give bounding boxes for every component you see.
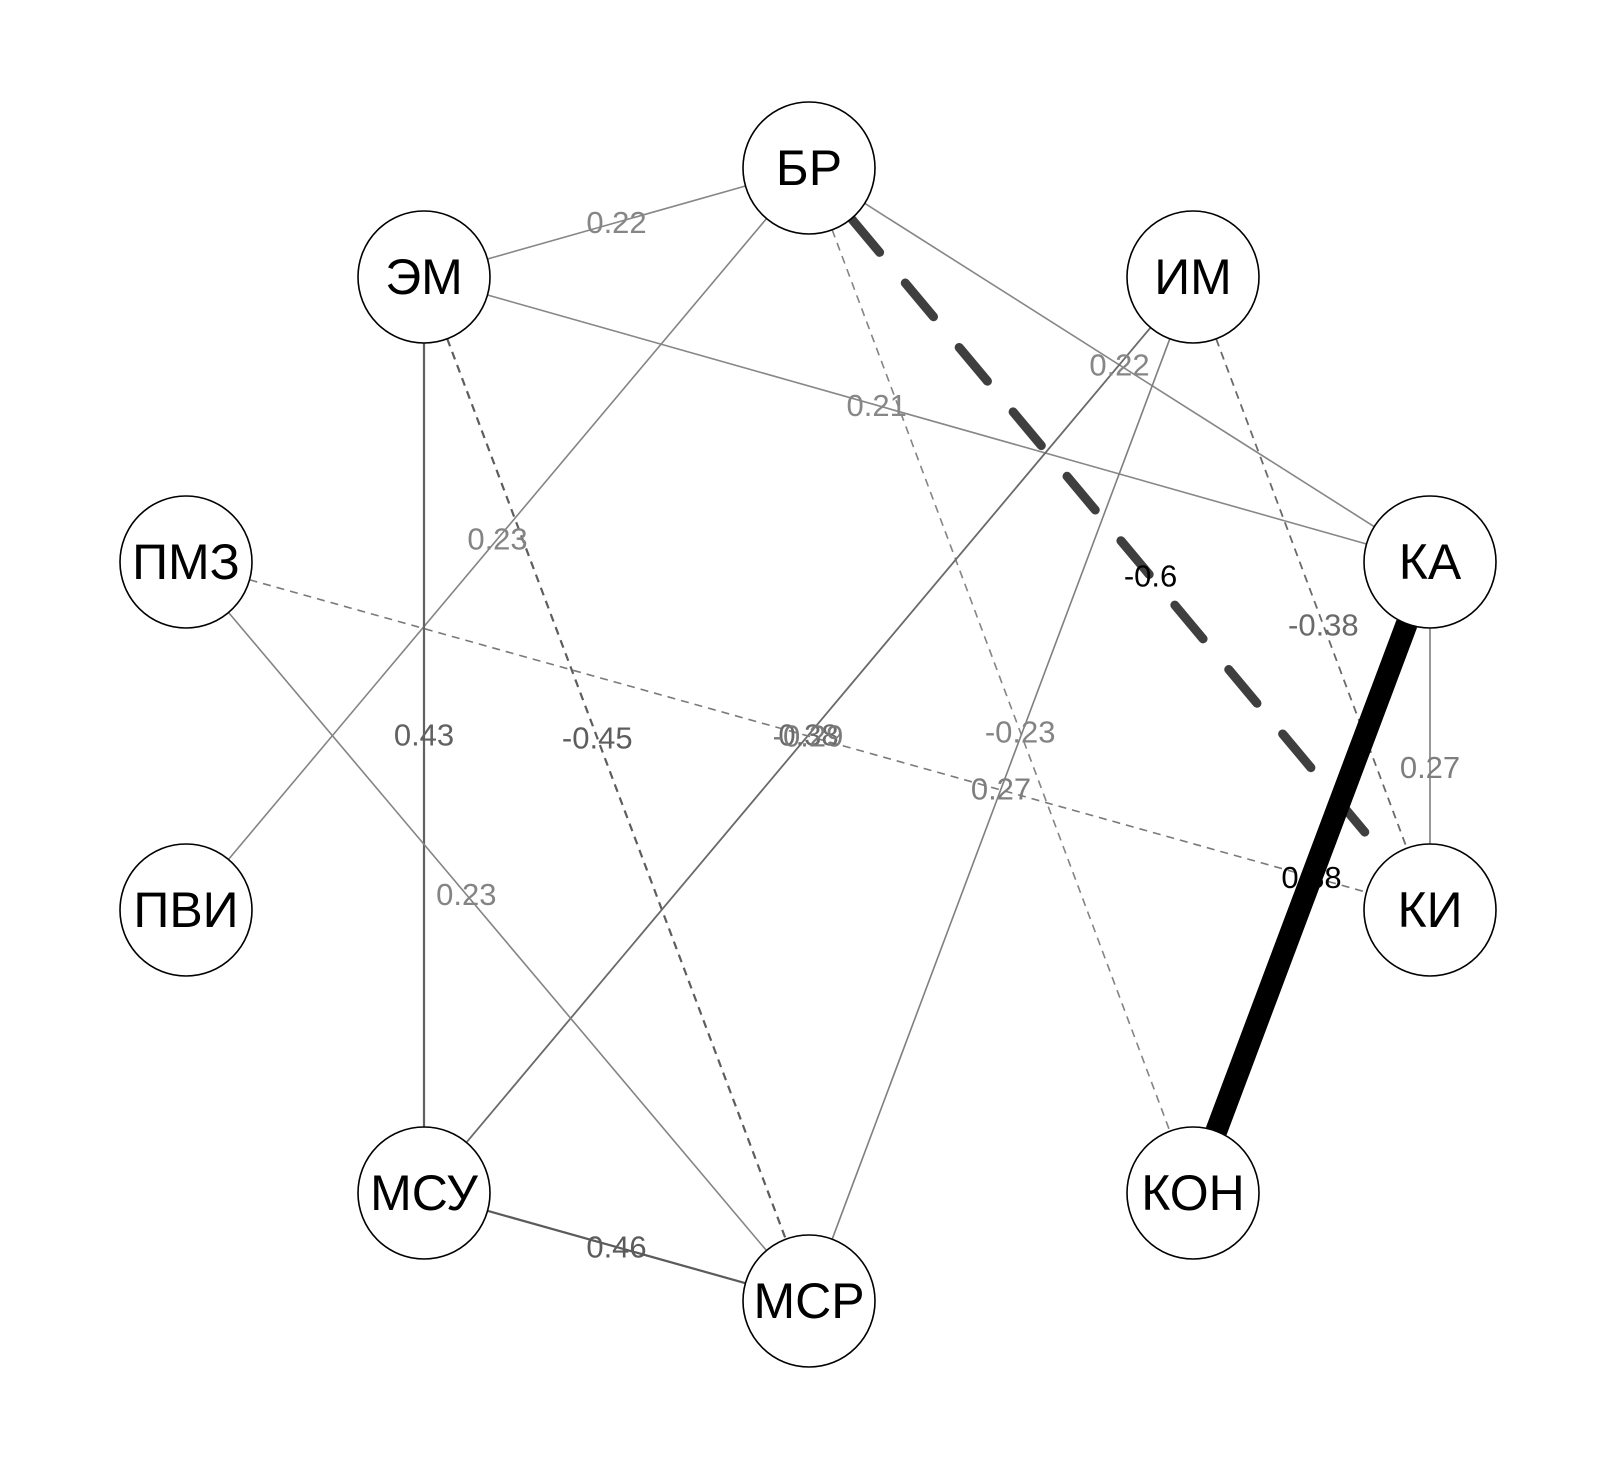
node-msr: МСР [742, 1234, 876, 1368]
node-circle [742, 1234, 876, 1368]
edge-label-im-ki: -0.38 [1288, 608, 1359, 643]
node-circle [1126, 210, 1260, 344]
edge-im-msr [831, 338, 1171, 1240]
node-kon: КОН [1126, 1126, 1260, 1260]
node-label: ПВИ [133, 882, 238, 938]
edge-br-kon [831, 229, 1171, 1132]
node-circle [119, 495, 253, 629]
edge-label-em-msr: -0.45 [562, 720, 633, 755]
node-pvi: ПВИ [119, 843, 253, 977]
node-circle [119, 843, 253, 977]
node-label: ЭМ [385, 249, 463, 305]
node-circle [742, 101, 876, 235]
edges [227, 185, 1431, 1285]
edge-br-pvi [227, 218, 768, 860]
edge-label-br-pvi: 0.23 [467, 522, 527, 557]
edge-label-br-ka: 0.22 [1089, 348, 1149, 383]
edge-label-im-msu: 0.38 [778, 718, 838, 753]
edge-em-msr [446, 338, 787, 1240]
edge-em-br [487, 185, 746, 260]
nodes: БР ЭМ ИМ ПМЗ КА ПВИ КИ МСУ КОН МСР [119, 101, 1497, 1368]
node-label: КОН [1141, 1165, 1245, 1221]
edge-label-em-br: 0.22 [586, 205, 646, 240]
edge-ka-kon [1205, 619, 1418, 1136]
node-label: ПМЗ [132, 534, 240, 590]
edge-labels: 0.22 0.22 0.21 0.23 -0.23 -0.6 0.43 -0.45 0.38 0.… [394, 205, 1460, 1265]
edge-label-ka-kon: 0.88 [1281, 860, 1341, 895]
edge-br-ki [846, 214, 1393, 864]
edge-label-msu-msr: 0.46 [586, 1230, 646, 1265]
edge-label-ka-ki: 0.27 [1400, 750, 1460, 785]
node-label: КА [1399, 534, 1462, 590]
node-label: ИМ [1154, 249, 1232, 305]
node-circle [1363, 843, 1497, 977]
edge-im-ki [1215, 338, 1408, 849]
edge-label-em-msu: 0.43 [394, 718, 454, 753]
node-br: БР [742, 101, 876, 235]
node-label: МСР [753, 1273, 864, 1329]
node-circle [1126, 1126, 1260, 1260]
edge-em-ka [487, 294, 1367, 545]
edge-msu-msr [487, 1209, 746, 1285]
edge-pmz-ki [249, 579, 1367, 893]
node-label: БР [776, 140, 842, 196]
edge-im-msu [465, 326, 1152, 1144]
node-ki: КИ [1363, 843, 1497, 977]
node-circle [1363, 495, 1497, 629]
edge-label-em-ka: 0.21 [847, 388, 907, 423]
node-label: КИ [1397, 882, 1462, 938]
edge-label-pmz-msr: 0.23 [436, 877, 496, 912]
node-im: ИМ [1126, 210, 1260, 344]
node-ka: КА [1363, 495, 1497, 629]
edge-label-im-msr: 0.27 [971, 772, 1031, 807]
node-circle [357, 210, 491, 344]
node-em: ЭМ [357, 210, 491, 344]
node-label: МСУ [370, 1165, 478, 1221]
node-msu: МСУ [357, 1126, 491, 1260]
edge-label-br-kon: -0.23 [985, 714, 1056, 749]
edge-label-pmz-ki: -0.29 [773, 719, 844, 754]
node-pmz: ПМЗ [119, 495, 253, 629]
edge-pmz-msr [227, 611, 768, 1252]
edge-label-br-ki: -0.6 [1124, 559, 1177, 594]
node-circle [357, 1126, 491, 1260]
